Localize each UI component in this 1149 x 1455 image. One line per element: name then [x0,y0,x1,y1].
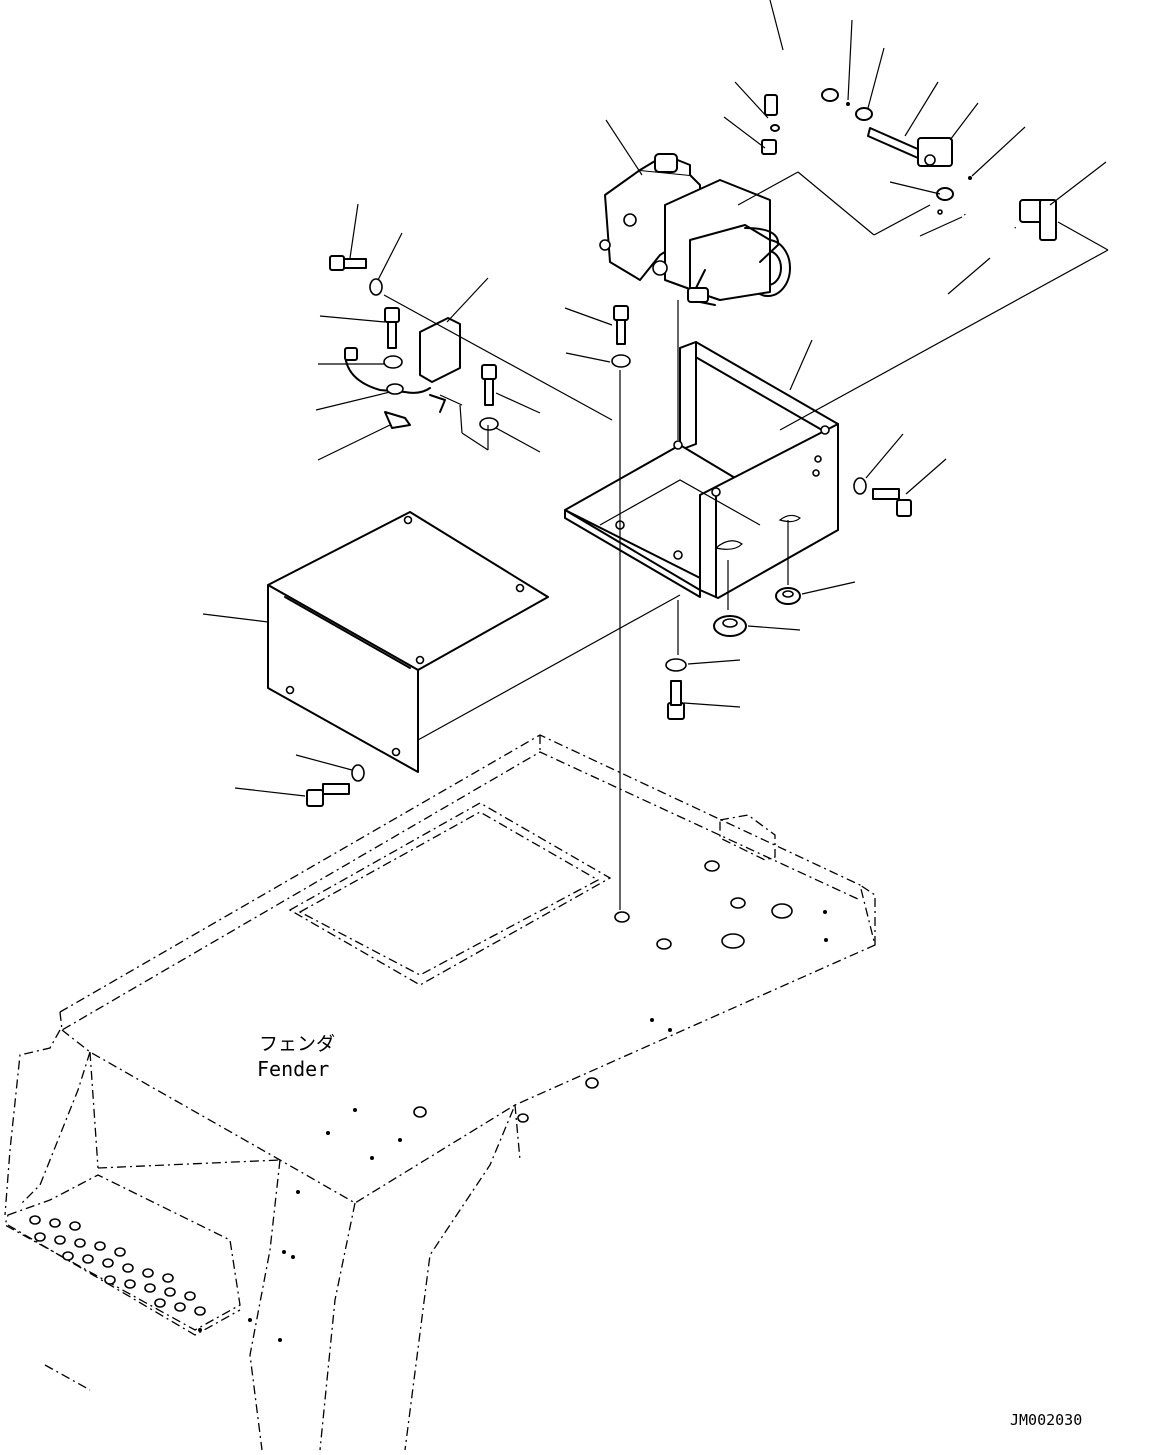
fender-panel [4,734,876,1451]
washer [351,764,365,782]
washer [383,355,403,369]
cover-plate [267,511,549,773]
hydraulic-hose-lines [761,54,1057,278]
fender-mounting-holes [198,860,828,1342]
washer [611,354,631,368]
fasteners [306,255,912,807]
bolt [667,680,685,720]
bolt [384,307,400,349]
callout-leaders [202,0,1107,797]
washer [386,383,404,395]
fender-label-jp: フェンダ [259,1033,335,1055]
assembly-lines [383,171,1109,910]
bolt [872,488,912,517]
fender-label-en: Fender [257,1057,329,1081]
bolt [306,783,350,807]
mounting-bracket [564,341,839,599]
bolt [613,305,629,345]
bolt [481,364,497,406]
relay-switch [344,317,461,429]
pump-motor-assembly [599,153,791,306]
step-holes [29,1215,206,1316]
drawing-code: JM002030 [1010,1411,1082,1429]
washer [665,658,687,672]
washer [369,278,383,296]
washer [479,417,499,431]
bolt [329,255,367,271]
washer [853,477,867,495]
